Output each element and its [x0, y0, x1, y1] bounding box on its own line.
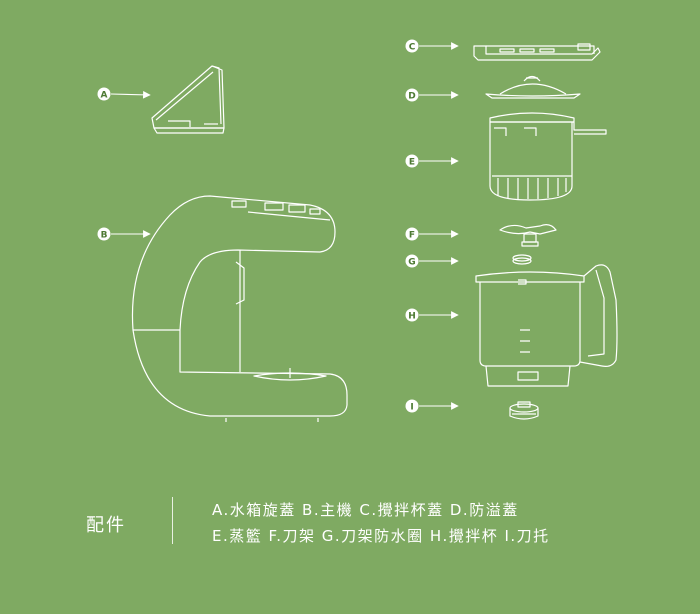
svg-text:C: C: [409, 42, 416, 52]
svg-text:I: I: [410, 402, 413, 412]
part-h-blender-cup: [475, 264, 618, 387]
callout-e: E: [405, 154, 419, 168]
svg-text:D: D: [408, 91, 415, 101]
svg-text:E: E: [409, 157, 415, 167]
part-d-anti-overflow-lid: [485, 75, 581, 99]
svg-text:A: A: [101, 90, 108, 100]
callout-d: D: [405, 88, 419, 102]
svg-text:H: H: [408, 311, 416, 321]
callout-h: H: [405, 308, 419, 322]
callout-f: F: [405, 227, 419, 241]
arrow-a: [110, 90, 151, 99]
svg-text:B: B: [101, 230, 108, 240]
part-c-blender-cup-lid: [473, 43, 601, 61]
svg-text:F: F: [409, 230, 415, 240]
callout-c: C: [405, 39, 419, 53]
part-b-main-unit: [131, 195, 348, 422]
part-a-water-tank-lid: [151, 65, 225, 134]
part-g-waterproof-ring: [512, 254, 532, 265]
svg-text:G: G: [408, 257, 415, 267]
callout-b: B: [97, 227, 111, 241]
part-e-steam-basket: [489, 112, 607, 201]
part-i-blade-base: [509, 401, 539, 420]
part-f-blade-holder: [499, 224, 557, 247]
callout-arrows: [110, 42, 459, 410]
callout-a: A: [97, 87, 111, 101]
callout-i: I: [405, 399, 419, 413]
callout-g: G: [405, 254, 419, 268]
